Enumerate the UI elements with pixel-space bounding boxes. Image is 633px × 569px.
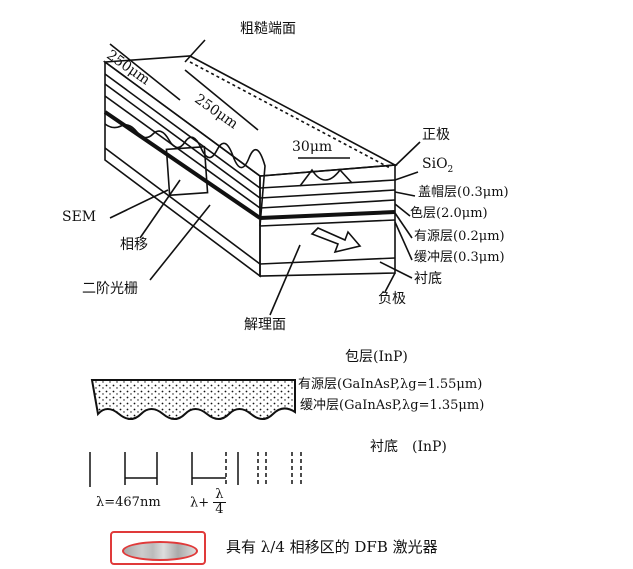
label-period: λ=467nm <box>96 495 161 510</box>
label-active-gainasp: 有源层(GaInAsP,λg=1.55μm) <box>298 377 483 392</box>
side-face <box>104 60 261 278</box>
label-second-order-grating: 二阶光栅 <box>82 281 138 297</box>
label-substrate-inp: 衬底 (InP) <box>370 439 447 455</box>
shift-prefix: λ+ <box>190 495 210 511</box>
label-cladding-layer: 色层(2.0μm) <box>410 206 488 221</box>
fraction-denominator: 4 <box>215 502 224 518</box>
sio2-subscript: 2 <box>447 164 454 175</box>
label-positive-electrode: 正极 <box>422 127 450 143</box>
label-negative-electrode: 负极 <box>378 291 406 307</box>
label-buffer-layer: 缓冲层(0.3μm) <box>414 250 505 265</box>
label-rough-end-face: 粗糙端面 <box>240 21 296 37</box>
sio2-text: SiO <box>422 156 448 172</box>
label-ridge-width: 30μm <box>292 139 333 155</box>
blurred-image <box>122 541 198 561</box>
label-sio2: SiO2 <box>422 157 453 175</box>
label-cladding-inp: 包层(InP) <box>345 349 408 365</box>
label-substrate: 衬底 <box>414 271 442 287</box>
label-cleaved-face: 解理面 <box>244 317 286 333</box>
highlighted-thumbnail[interactable] <box>110 531 206 565</box>
label-buffer-gainasp: 缓冲层(GaInAsP,λg=1.35μm) <box>300 398 485 413</box>
figure-caption: 具有 λ/4 相移区的 DFB 激光器 <box>226 538 438 556</box>
device-3d <box>102 39 421 316</box>
label-cap-layer: 盖帽层(0.3μm) <box>418 185 509 200</box>
fraction-numerator: λ <box>213 487 226 504</box>
label-sem: SEM <box>62 209 97 225</box>
label-active-layer: 有源层(0.2μm) <box>414 229 505 244</box>
grating-period-lines <box>89 452 302 487</box>
label-phase-shift: 相移 <box>120 237 148 253</box>
active-layer-section <box>90 379 296 420</box>
